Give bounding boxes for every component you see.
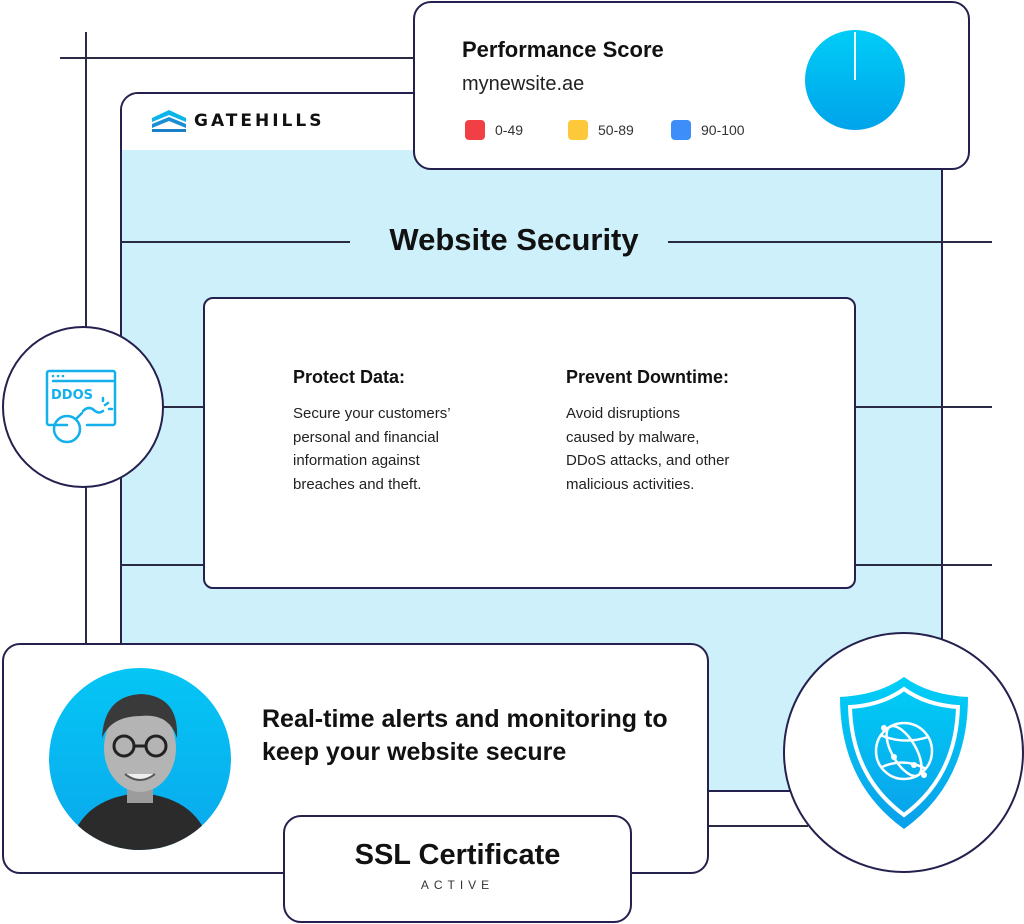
feature-title: Prevent Downtime:	[566, 367, 730, 387]
guide-line	[855, 564, 992, 566]
alerts-message: Real-time alerts and monitoring to keep …	[262, 705, 668, 766]
legend-item: 0-49	[465, 120, 568, 140]
feature-protect-data: Protect Data: Secure your customers’ per…	[293, 367, 493, 496]
guide-line	[60, 57, 416, 59]
ssl-title: SSL Certificate	[354, 839, 561, 871]
svg-text:DDOS: DDOS	[51, 388, 93, 403]
ssl-status: ACTIVE	[420, 878, 495, 892]
performance-title: Performance Score	[462, 37, 664, 62]
score-legend: 0-49 50-89 90-100	[465, 120, 745, 140]
legend-swatch-red	[465, 120, 485, 140]
feature-text: Secure your customers’ personal and fina…	[293, 405, 451, 493]
site-url: mynewsite.ae	[462, 73, 585, 95]
legend-item: 90-100	[671, 120, 745, 140]
guide-line	[120, 564, 205, 566]
legend-label: 90-100	[701, 122, 745, 138]
legend-item: 50-89	[568, 120, 671, 140]
ssl-certificate-card: SSL Certificate ACTIVE	[283, 815, 632, 923]
legend-swatch-blue	[671, 120, 691, 140]
feature-text: Avoid disruptions caused by malware, DDo…	[566, 405, 730, 493]
divider	[120, 241, 350, 243]
legend-label: 0-49	[495, 122, 524, 138]
performance-score-card: Performance Score mynewsite.ae 0-49 50-8…	[413, 1, 970, 170]
gatehills-logo-icon	[152, 110, 186, 132]
feature-title: Protect Data:	[293, 367, 406, 387]
divider	[668, 241, 992, 243]
guide-line	[855, 406, 992, 408]
feature-prevent-downtime: Prevent Downtime: Avoid disruptions caus…	[566, 367, 766, 496]
ddos-icon: DDOS	[45, 369, 117, 444]
ddos-badge: DDOS	[2, 326, 164, 488]
avatar	[49, 668, 231, 850]
gatehills-logo: GATEHILLS	[152, 110, 324, 132]
guide-line	[708, 825, 808, 827]
legend-swatch-yellow	[568, 120, 588, 140]
person-photo	[69, 694, 211, 850]
shield-globe-icon	[839, 676, 968, 829]
score-pie-chart	[805, 30, 905, 130]
legend-label: 50-89	[598, 122, 634, 138]
section-title: Website Security	[389, 222, 639, 257]
features-card: Protect Data: Secure your customers’ per…	[203, 297, 856, 589]
security-shield-badge	[783, 632, 1024, 873]
